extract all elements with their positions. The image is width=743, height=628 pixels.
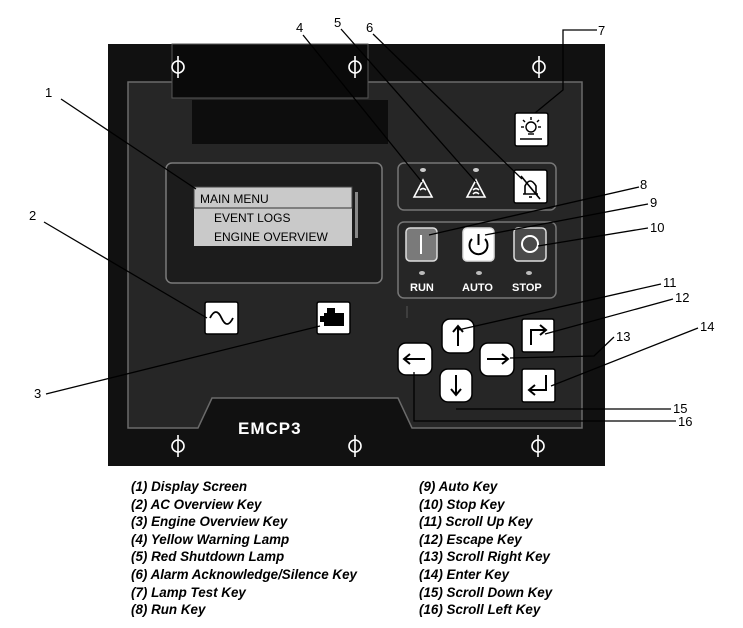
legend-item: (14) Enter Key	[419, 566, 510, 582]
mounting-hole-icon	[348, 435, 362, 457]
callout-8: 8	[640, 177, 647, 192]
stop-key[interactable]	[513, 227, 547, 262]
callout-16: 16	[678, 414, 692, 429]
alarm-silence-key[interactable]	[513, 169, 548, 204]
label-slot-shadow	[192, 100, 388, 144]
legend-right-column: (9) Auto Key (10) Stop Key (11) Scroll U…	[419, 478, 552, 619]
mounting-hole-icon	[532, 56, 546, 78]
enter-arrow-icon	[527, 375, 547, 396]
legend-item: (11) Scroll Up Key	[419, 514, 533, 530]
display-screen: MAIN MENU EVENT LOGS ENGINE OVERVIEW	[193, 186, 353, 246]
callout-9: 9	[650, 195, 657, 210]
legend-item: (8) Run Key	[131, 602, 206, 618]
callout-14: 14	[700, 319, 714, 334]
callout-lines	[43, 28, 699, 422]
legend-item: (12) Escape Key	[419, 531, 522, 547]
auto-key[interactable]	[462, 227, 495, 262]
callout-3: 3	[34, 386, 41, 401]
enter-key[interactable]	[521, 368, 556, 403]
escape-key[interactable]	[521, 318, 555, 353]
callout-5: 5	[334, 15, 341, 30]
legend-item: (13) Scroll Right Key	[419, 549, 550, 565]
display-scrollbar	[355, 192, 358, 238]
legend-item: (10) Stop Key	[419, 496, 505, 512]
callout-6: 6	[366, 20, 373, 35]
callout-4: 4	[296, 20, 303, 35]
legend-item: (1) Display Screen	[131, 479, 248, 494]
brand-logo: EMCP3	[238, 419, 302, 438]
arrow-right-icon	[487, 353, 510, 365]
lamp-test-key[interactable]	[514, 112, 549, 147]
legend-item: (6) Alarm Acknowledge/Silence Key	[131, 566, 357, 582]
run-label: RUN	[410, 282, 434, 294]
legend-left-column: (1) Display Screen (2) AC Overview Key (…	[131, 478, 357, 619]
scroll-left-key[interactable]	[397, 342, 433, 376]
arrow-down-icon	[450, 375, 462, 397]
scroll-right-key[interactable]	[479, 342, 515, 377]
stop-led	[526, 271, 532, 275]
callout-1: 1	[45, 85, 52, 100]
legend-item: (9) Auto Key	[419, 479, 498, 494]
mounting-hole-icon	[171, 435, 185, 457]
mounting-hole-icon	[171, 56, 185, 78]
callout-12: 12	[675, 290, 689, 305]
legend-item: (5) Red Shutdown Lamp	[131, 549, 285, 565]
menu-item-event-logs: EVENT LOGS	[214, 211, 290, 225]
arrow-up-icon	[452, 324, 464, 346]
callout-7: 7	[598, 23, 605, 38]
run-led	[419, 271, 425, 275]
callout-10: 10	[650, 220, 664, 235]
callout-numbers: 1 2 3 4 5 6 7 8 9 10 11 12 13 14 15 16	[29, 15, 714, 429]
power-icon	[468, 234, 489, 256]
callout-13: 13	[616, 329, 630, 344]
scroll-up-key[interactable]	[441, 318, 475, 354]
engine-icon	[320, 308, 344, 326]
stop-label: STOP	[512, 282, 542, 294]
shutdown-triangle-icon	[465, 178, 487, 198]
legend: (1) Display Screen (2) AC Overview Key (…	[0, 478, 743, 628]
ac-overview-key[interactable]	[204, 301, 239, 335]
callout-11: 11	[663, 275, 677, 290]
legend-item: (3) Engine Overview Key	[131, 514, 288, 530]
legend-item: (7) Lamp Test Key	[131, 584, 246, 600]
menu-title: MAIN MENU	[200, 192, 269, 206]
arrow-left-icon	[402, 353, 425, 365]
legend-item: (16) Scroll Left Key	[419, 602, 541, 618]
shutdown-lamp-led	[473, 168, 479, 172]
mounting-hole-icon	[531, 435, 545, 457]
legend-item: (2) AC Overview Key	[131, 496, 262, 512]
legend-item: (4) Yellow Warning Lamp	[131, 531, 290, 547]
engine-overview-key[interactable]	[316, 301, 351, 335]
warning-lamp-led	[420, 168, 426, 172]
menu-item-engine-overview: ENGINE OVERVIEW	[214, 230, 328, 244]
label-slot	[171, 43, 369, 99]
lamp-test-icon	[520, 117, 542, 140]
callout-15: 15	[673, 401, 687, 416]
mounting-hole-icon	[348, 56, 362, 78]
auto-label: AUTO	[462, 282, 493, 294]
stop-circle-icon	[521, 235, 539, 253]
warning-triangle-icon	[412, 178, 434, 198]
scroll-down-key[interactable]	[439, 368, 473, 403]
sine-wave-icon	[209, 311, 234, 325]
escape-arrow-icon	[530, 324, 548, 345]
mounting-holes	[171, 56, 546, 457]
run-key[interactable]	[405, 227, 438, 262]
callout-2: 2	[29, 208, 36, 223]
auto-led	[476, 271, 482, 275]
legend-item: (15) Scroll Down Key	[419, 584, 553, 600]
bell-crossed-icon	[520, 175, 541, 200]
